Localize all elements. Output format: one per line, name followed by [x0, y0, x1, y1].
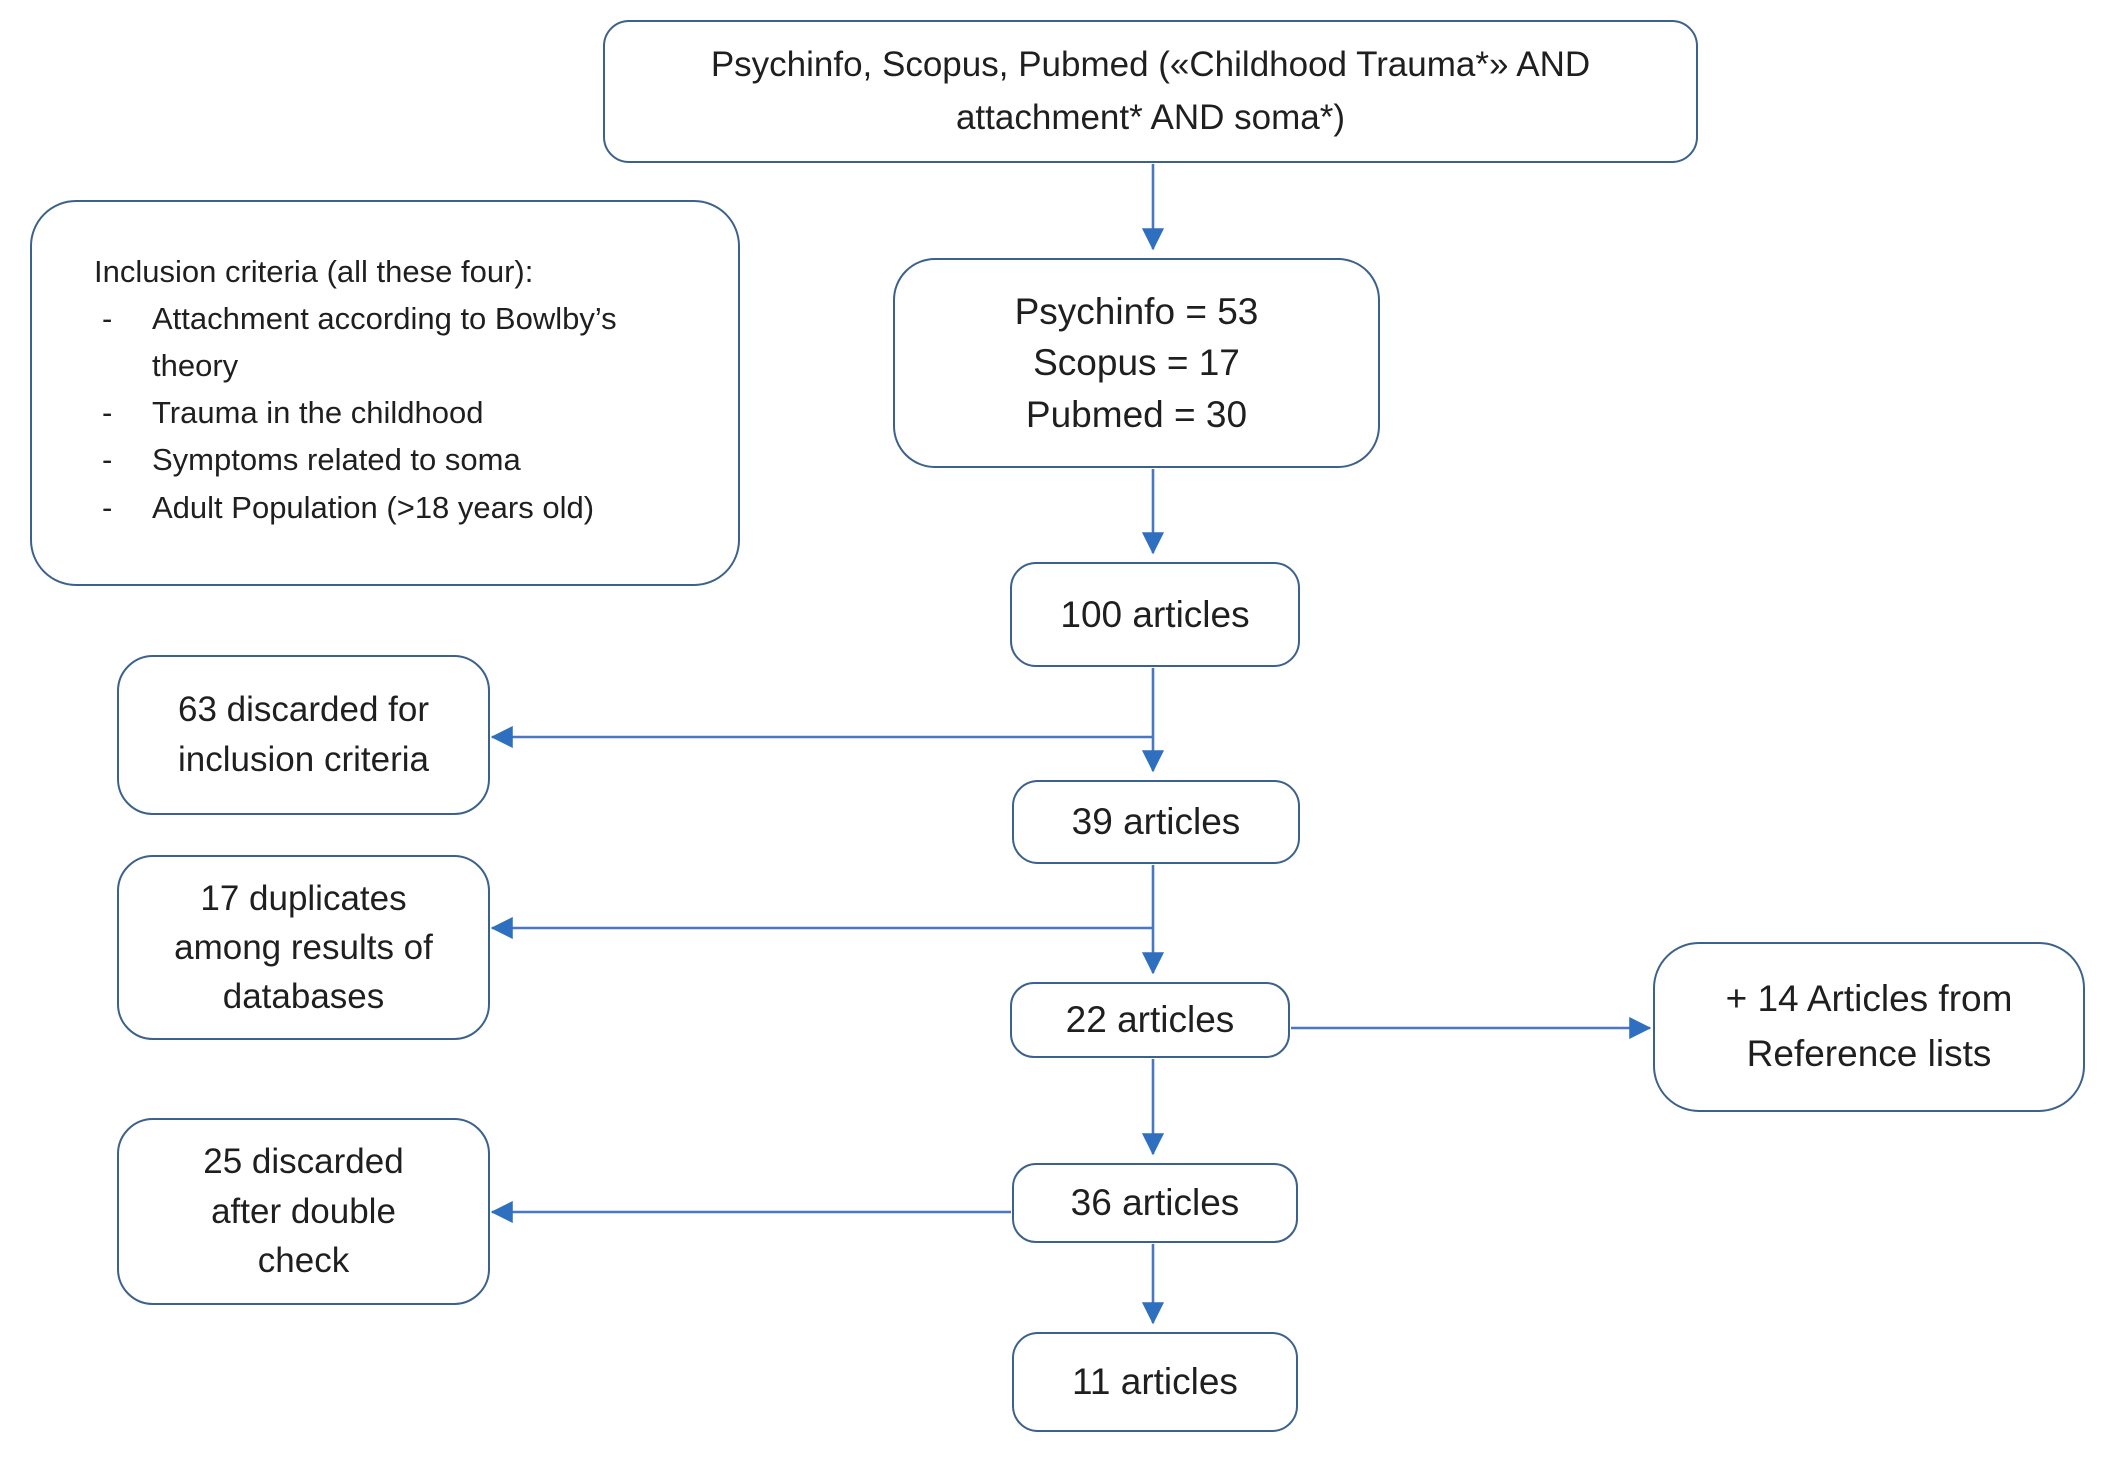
- search-query-box: Psychinfo, Scopus, Pubmed («Childhood Tr…: [603, 20, 1698, 163]
- inclusion-criteria-item-text: Trauma in the childhood: [152, 395, 484, 431]
- articles-39-text: 39 articles: [1071, 801, 1241, 843]
- inclusion-criteria-box: Inclusion criteria (all these four): - A…: [30, 200, 740, 586]
- discarded-63-box: 63 discarded for inclusion criteria: [117, 655, 490, 815]
- psychinfo-count: Psychinfo = 53: [1014, 291, 1259, 333]
- articles-100-box: 100 articles: [1010, 562, 1300, 667]
- inclusion-criteria-item-text: Adult Population (>18 years old): [152, 489, 595, 525]
- inclusion-criteria-item: - Trauma in the childhood: [94, 389, 702, 436]
- inclusion-criteria-content: Inclusion criteria (all these four): - A…: [62, 248, 702, 531]
- inclusion-criteria-item-text: Symptoms related to soma: [152, 442, 521, 478]
- database-counts-box: Psychinfo = 53 Scopus = 17 Pubmed = 30: [893, 258, 1380, 468]
- bullet-dash: -: [102, 301, 113, 337]
- bullet-dash: -: [102, 442, 113, 478]
- inclusion-criteria-item-text: Attachment according to Bowlby’s theory: [152, 301, 617, 384]
- bullet-dash: -: [102, 395, 113, 431]
- scopus-count: Scopus = 17: [1033, 342, 1240, 384]
- discarded-25-text: 25 discarded after double check: [203, 1141, 404, 1281]
- articles-22-text: 22 articles: [1065, 999, 1235, 1041]
- pubmed-count: Pubmed = 30: [1025, 393, 1248, 435]
- articles-100-text: 100 articles: [1060, 593, 1250, 635]
- discarded-63-text: 63 discarded for inclusion criteria: [178, 690, 429, 779]
- articles-36-text: 36 articles: [1070, 1182, 1240, 1224]
- articles-11-box: 11 articles: [1012, 1332, 1298, 1432]
- articles-36-box: 36 articles: [1012, 1163, 1298, 1243]
- duplicates-17-box: 17 duplicates among results of databases: [117, 855, 490, 1040]
- inclusion-criteria-title: Inclusion criteria (all these four):: [94, 254, 534, 289]
- duplicates-17-text: 17 duplicates among results of databases: [174, 879, 433, 1016]
- articles-22-box: 22 articles: [1010, 982, 1290, 1058]
- discarded-25-box: 25 discarded after double check: [117, 1118, 490, 1305]
- articles-11-text: 11 articles: [1072, 1361, 1238, 1403]
- bullet-dash: -: [102, 489, 113, 525]
- reference-lists-14-box: + 14 Articles from Reference lists: [1653, 942, 2085, 1112]
- inclusion-criteria-item: - Adult Population (>18 years old): [94, 484, 702, 531]
- search-query-text: Psychinfo, Scopus, Pubmed («Childhood Tr…: [710, 45, 1591, 137]
- articles-39-box: 39 articles: [1012, 780, 1300, 864]
- database-counts-content: Psychinfo = 53 Scopus = 17 Pubmed = 30: [1015, 286, 1259, 439]
- reference-lists-14-text: + 14 Articles from Reference lists: [1725, 978, 2013, 1074]
- inclusion-criteria-item: - Symptoms related to soma: [94, 436, 702, 483]
- inclusion-criteria-item: - Attachment according to Bowlby’s theor…: [94, 295, 702, 389]
